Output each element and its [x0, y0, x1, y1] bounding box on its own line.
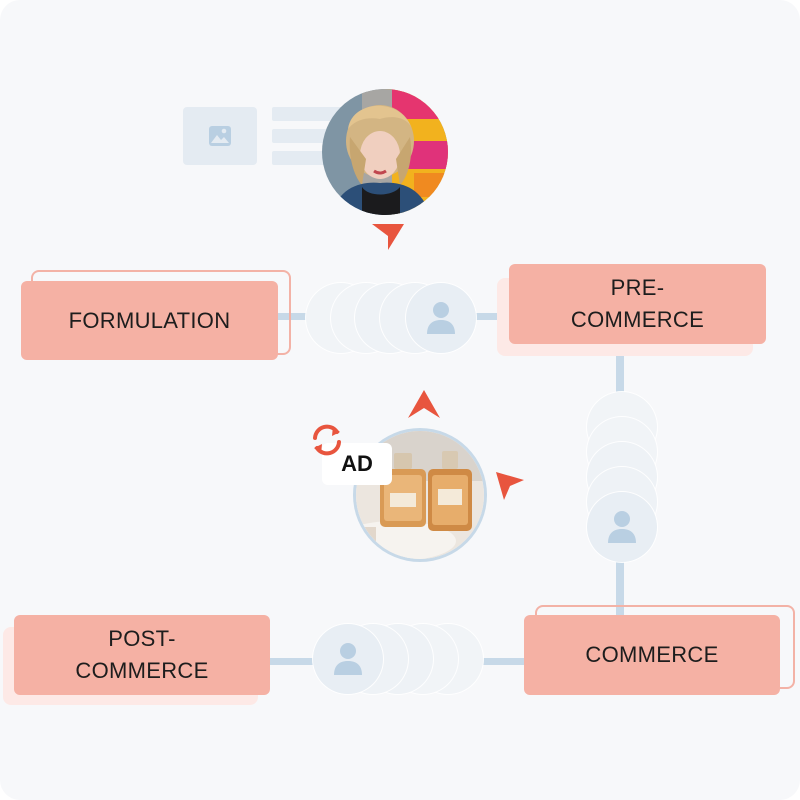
refresh-icon[interactable] [307, 420, 347, 460]
user-circle [406, 283, 476, 353]
connector-line [480, 658, 524, 665]
connector-line [270, 658, 318, 665]
stage-pre-commerce[interactable]: PRE- COMMERCE [509, 264, 766, 344]
user-icon [427, 302, 455, 334]
connector-line [278, 313, 318, 320]
image-placeholder-icon [209, 126, 231, 146]
user-circle [587, 492, 657, 562]
user-icon [334, 643, 362, 675]
cursor-arrow-icon [496, 472, 524, 500]
cursor-arrow-icon [372, 224, 404, 250]
profile-avatar [322, 89, 448, 215]
stage-formulation[interactable]: FORMULATION [21, 281, 278, 360]
connector-line [616, 560, 624, 616]
image-placeholder [183, 107, 257, 165]
connector-line [470, 313, 510, 320]
stage-post-commerce[interactable]: POST- COMMERCE [14, 615, 270, 695]
skeleton-line [272, 151, 332, 165]
stage-commerce[interactable]: COMMERCE [524, 615, 780, 695]
user-icon [608, 511, 636, 543]
connector-line [616, 342, 624, 398]
cursor-arrow-icon [408, 390, 440, 418]
user-circle [313, 624, 383, 694]
